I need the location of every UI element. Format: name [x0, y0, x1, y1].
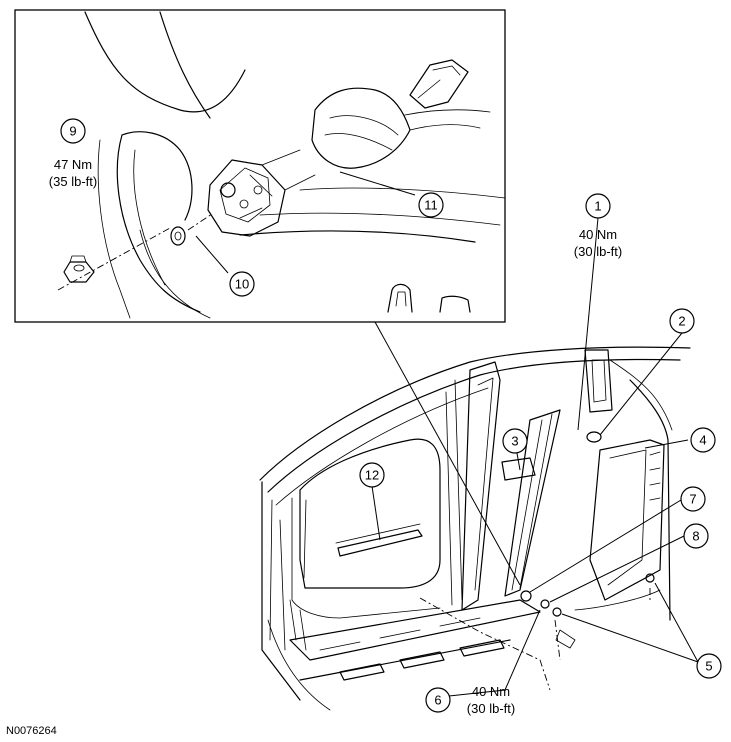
inset-frame — [14, 9, 506, 323]
torque-lbft-6: (30 lb-ft) — [467, 701, 515, 716]
callout-5: 5 — [696, 653, 722, 679]
leader-lines — [195, 171, 699, 697]
d-ring-guide — [584, 349, 613, 443]
torque-lbft-1: (30 lb-ft) — [574, 244, 622, 259]
rocker-sill — [267, 599, 541, 711]
torque-nm-6: 40 Nm — [472, 684, 510, 699]
svg-text:2: 2 — [678, 314, 685, 329]
callout-7: 7 — [680, 486, 706, 512]
figure-id: N0076264 — [6, 725, 57, 737]
seat-belt-webbing — [504, 409, 561, 597]
b-pillar — [445, 361, 501, 611]
pushpin-retainer — [552, 607, 562, 617]
callout-11: 11 — [418, 192, 444, 218]
buckle-head — [409, 59, 469, 109]
torque-nm-1: 40 Nm — [579, 227, 617, 242]
svg-text:1: 1 — [594, 199, 601, 214]
svg-text:3: 3 — [511, 434, 518, 449]
svg-text:8: 8 — [692, 529, 699, 544]
callout-1: 1 40 Nm (30 lb-ft) — [574, 193, 622, 259]
callout-6: 6 40 Nm (30 lb-ft) — [425, 684, 515, 716]
door-trim-molding — [337, 529, 423, 557]
svg-text:12: 12 — [365, 468, 379, 483]
anchor-nut — [57, 227, 171, 291]
svg-text:6: 6 — [434, 693, 441, 708]
callout-4: 4 — [690, 427, 716, 453]
torque-lbft-9: (35 lb-ft) — [49, 174, 97, 189]
callout-12: 12 — [359, 462, 385, 488]
buckle-sleeve — [311, 87, 491, 169]
callout-10: 10 — [229, 271, 255, 297]
callout-8: 8 — [683, 523, 709, 549]
quarter-trim-panel — [589, 439, 665, 601]
detail-inset — [14, 9, 506, 323]
front-door-opening — [291, 438, 441, 619]
vehicle-body — [259, 346, 691, 711]
svg-text:11: 11 — [424, 198, 438, 213]
anchor-bolt-lower — [520, 590, 532, 602]
svg-text:10: 10 — [235, 277, 249, 292]
lower-bracket — [501, 457, 536, 481]
callout-2: 2 — [669, 308, 695, 334]
svg-text:5: 5 — [705, 659, 712, 674]
anchor-washer — [170, 226, 186, 246]
buckle-anchor-bracket — [207, 149, 316, 237]
callout-9: 9 47 Nm (35 lb-ft) — [49, 118, 97, 189]
torque-nm-9: 47 Nm — [54, 157, 92, 172]
svg-text:4: 4 — [699, 433, 706, 448]
callout-3: 3 — [502, 428, 528, 454]
svg-text:7: 7 — [689, 492, 696, 507]
svg-text:9: 9 — [69, 124, 76, 139]
